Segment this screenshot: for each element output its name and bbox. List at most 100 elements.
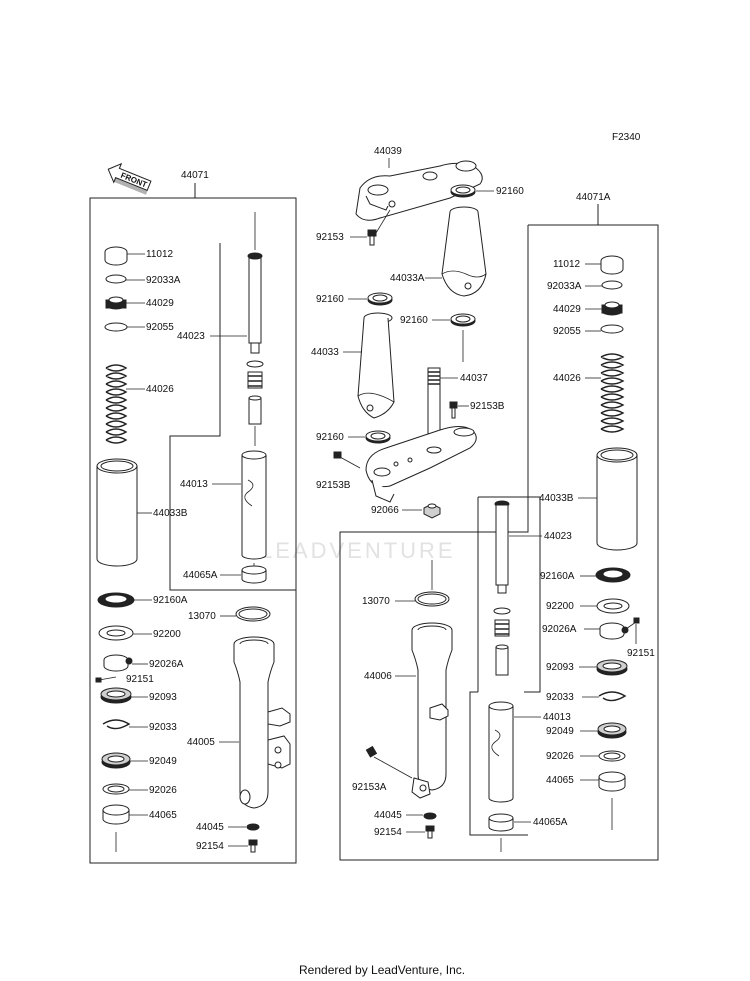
fork-cover-44033a [441,206,487,297]
right-inner-frame [478,496,541,693]
seal-92160-right-middle [450,313,476,327]
right-bushing-44065 [598,771,626,792]
fork-cover-44033 [357,312,395,419]
right-bushing-44065a [488,813,514,832]
label-left-44023: 44023 [177,331,205,342]
label-right-11012: 11012 [553,259,581,270]
left-group-label: 44071 [181,170,209,181]
left-outer-tube-44005 [233,636,291,809]
label-left-92154: 92154 [196,841,224,852]
label-92160-left-upper: 92160 [316,294,344,305]
seal-92160-left-lower [365,430,391,444]
right-bolt-92154 [425,825,435,839]
label-right-44029: 44029 [553,304,581,315]
lower-bracket-44037 [365,367,477,503]
seal-92160-left-upper [367,292,393,306]
label-92160-top: 92160 [496,186,524,197]
label-left-92033a: 92033A [146,275,181,286]
left-assembly-frame [89,197,297,864]
label-left-92151: 92151 [126,674,154,685]
label-left-92093: 92093 [149,692,177,703]
left-spring-44026 [105,364,128,444]
left-column-leaders [126,253,152,816]
right-circlip-92033 [598,691,627,702]
label-left-92026: 92026 [149,785,177,796]
right-screw-92151 [625,617,640,644]
right-seal-92049 [597,722,627,739]
bolt-92153b-upper [449,401,458,419]
left-ring-13070 [235,606,271,622]
label-left-92055: 92055 [146,322,174,333]
left-oil-seal-92093 [100,687,132,704]
right-o-ring-92055 [600,324,624,334]
right-spring-44026 [600,353,625,433]
label-right-44006: 44006 [364,671,392,682]
diagram-code: F2340 [612,132,641,143]
label-right-92033: 92033 [546,692,574,703]
front-arrow-icon: FRONT [107,162,152,195]
left-bushing-44065a [241,565,267,584]
right-inner-frame-lower [469,691,528,836]
label-left-44013: 44013 [180,479,208,490]
label-right-44033b: 44033B [539,493,574,504]
label-left-92200: 92200 [153,629,181,640]
watermark-text: LEADVENTURE [260,538,456,563]
credit-text: Rendered by LeadVenture, Inc. [299,963,465,977]
label-92153b-lower: 92153B [316,480,351,491]
right-column-leaders [578,263,602,781]
left-circlip-92033a [105,274,127,284]
left-tube-44033b [96,458,138,567]
label-right-44026: 44026 [553,373,581,384]
label-right-92049: 92049 [546,726,574,737]
left-cap-11012 [104,246,128,266]
label-right-44065a: 44065A [533,817,568,828]
label-right-92026a: 92026A [542,624,577,635]
right-washer-44045 [423,812,437,820]
left-washer-92200 [98,625,134,641]
label-right-92093: 92093 [546,662,574,673]
label-left-92160a: 92160A [153,595,188,606]
left-bolt-92154 [248,839,258,853]
right-group-label: 44071A [576,192,611,203]
label-44039: 44039 [374,146,402,157]
label-left-44065a: 44065A [183,570,218,581]
label-right-92200: 92200 [546,601,574,612]
right-outer-tube-44006 [411,622,453,799]
label-left-44033b: 44033B [153,508,188,519]
label-right-44023: 44023 [544,531,572,542]
label-44033a: 44033A [390,273,425,284]
label-right-44045: 44045 [374,810,402,821]
label-left-92049: 92049 [149,756,177,767]
label-left-13070: 13070 [188,611,216,622]
label-left-11012: 11012 [146,249,174,260]
left-circlip-92033 [102,719,131,730]
right-washer-92200 [596,598,630,614]
label-44037: 44037 [460,373,488,384]
label-92160-left-lower: 92160 [316,432,344,443]
right-seal-92160a [595,567,631,583]
left-damper-rod-44023 [246,212,264,446]
label-left-44005: 44005 [187,737,215,748]
label-right-92153a: 92153A [352,782,387,793]
label-right-92033a: 92033A [547,281,582,292]
label-left-44045: 44045 [196,822,224,833]
seal-92160-top [450,184,476,198]
right-cylinder-44013 [488,701,514,803]
left-screw-92151 [95,676,117,683]
label-right-92160a: 92160A [540,571,575,582]
bolt-92153 [367,229,377,246]
right-oil-seal-92093 [596,659,628,676]
label-92153b-upper: 92153B [470,401,505,412]
right-tube-44033b [596,447,638,551]
left-seal-92160a [97,592,135,608]
bolt-92153-path [375,209,391,234]
label-right-44013: 44013 [543,712,571,723]
label-92066: 92066 [371,505,399,516]
left-clamp-92026a [103,654,133,672]
left-seal-92049 [101,752,131,769]
left-inner-frame [169,243,296,591]
right-circlip-92033a [601,280,623,290]
left-washer-92026 [102,783,130,795]
label-right-44065: 44065 [546,775,574,786]
left-o-ring-92055 [104,322,128,332]
